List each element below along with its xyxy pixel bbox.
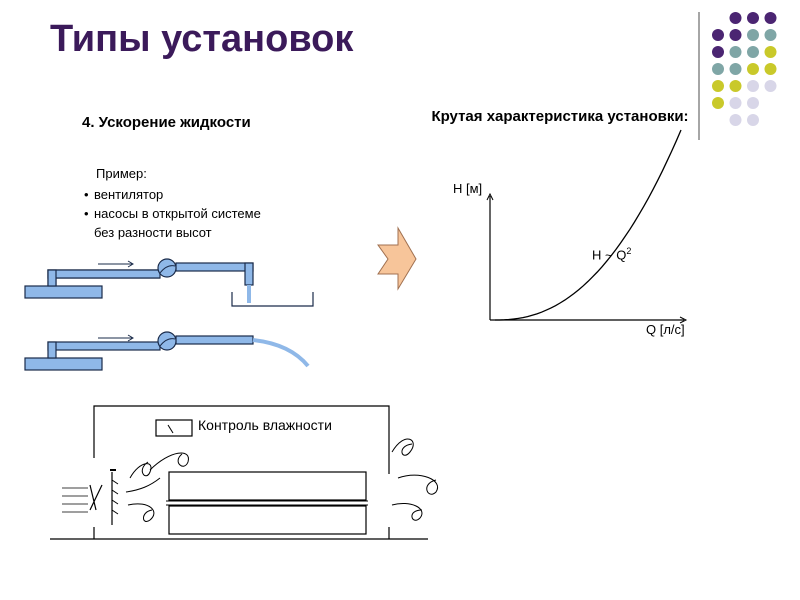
sensor-needle (167, 424, 174, 434)
list-item-text: вентилятор (94, 187, 164, 202)
list-item-continuation: без разности высот (94, 225, 212, 240)
decor-dot (712, 80, 724, 92)
curve-annotation-exponent: 2 (626, 246, 632, 256)
room-diagram (50, 405, 439, 540)
decor-dot (747, 114, 759, 126)
pipe-bottom-right (175, 335, 254, 345)
decor-dot (747, 46, 759, 58)
decor-dot (712, 46, 724, 58)
decor-dot (747, 97, 759, 109)
pipe-top-left (47, 269, 161, 279)
airflow-swirl-icon (127, 503, 155, 522)
x-axis-label: Q [л/с] (646, 322, 685, 337)
y-axis-arrow (486, 192, 494, 201)
air-intake-lines (62, 487, 88, 513)
decor-dot (747, 63, 759, 75)
decor-dot-grid (712, 12, 777, 126)
bullet-icon: • (84, 206, 89, 221)
shelf-lower (168, 505, 367, 535)
humidity-sensor-icon (155, 419, 193, 437)
system-curve (495, 129, 682, 321)
pipe-top-down (47, 269, 57, 287)
tank-bottom (24, 357, 103, 371)
pump-detail (159, 265, 176, 274)
decor-dot (729, 97, 742, 109)
curve-annotation: H ~ Q2 (592, 246, 631, 262)
pipe-bottom-down (47, 341, 57, 359)
decor-dot (729, 114, 742, 126)
pipe-diagram-top (24, 258, 314, 307)
airflow-swirl-icon (129, 461, 152, 479)
decor-dot (764, 29, 777, 41)
decor-dot (764, 63, 777, 75)
pump-detail-bottom (159, 338, 176, 347)
decor-dot (747, 29, 759, 41)
flow-arrow-head-top (127, 260, 134, 268)
slide-title: Типы установок (50, 18, 354, 60)
decor-dot (712, 97, 724, 109)
decor-dot (729, 12, 742, 24)
curve-annotation-text: H ~ Q (592, 247, 627, 263)
bullet-icon: • (84, 187, 89, 202)
pipe-bottom-left (47, 341, 161, 351)
section-heading: 4. Ускорение жидкости (82, 114, 251, 131)
humidity-control-label: Контроль влажности (198, 417, 332, 433)
room-outline (93, 405, 390, 474)
decor-dot (747, 80, 759, 92)
list-item: • вентилятор (84, 185, 261, 204)
open-tank (231, 292, 314, 307)
chart-axes (486, 129, 688, 324)
x-axis-arrow (679, 316, 688, 324)
airflow-line (125, 477, 161, 493)
decor-dot (729, 46, 742, 58)
decor-dot (729, 80, 742, 92)
example-list: • вентилятор • насосы в открытой системе б… (84, 185, 261, 242)
flow-arrow-head-bottom (127, 334, 134, 342)
decor-dot (747, 12, 759, 24)
tank-top (24, 285, 103, 299)
transition-arrow-icon (377, 226, 417, 291)
decor-dot (729, 63, 742, 75)
water-jet (252, 338, 310, 368)
list-item: • насосы в открытой системе (84, 204, 261, 223)
example-label: Пример: (96, 166, 147, 181)
decor-dot (712, 29, 724, 41)
pipe-top-outlet (244, 262, 254, 286)
fan-grille (111, 479, 119, 515)
airflow-swirl-icon (397, 474, 439, 495)
decor-dot (729, 29, 742, 41)
airflow-swirl-icon (149, 452, 189, 471)
pump-icon (157, 258, 177, 278)
fan-blades-icon (89, 484, 103, 511)
y-axis-label: H [м] (453, 181, 483, 196)
airflow-swirl-icon (391, 438, 414, 456)
pump-icon-bottom (157, 331, 177, 351)
pipe-diagram-bottom (24, 331, 310, 371)
decor-dot (764, 12, 777, 24)
chart-title: Крутая характеристика установки: (431, 108, 689, 125)
airflow-swirl-icon (391, 503, 423, 521)
decor-dot (764, 80, 777, 92)
list-item-text: насосы в открытой системе (94, 206, 261, 221)
pipe-top-right (175, 262, 254, 272)
shelf-upper (168, 471, 367, 501)
decor-dot (764, 46, 777, 58)
decor-dot (712, 63, 724, 75)
